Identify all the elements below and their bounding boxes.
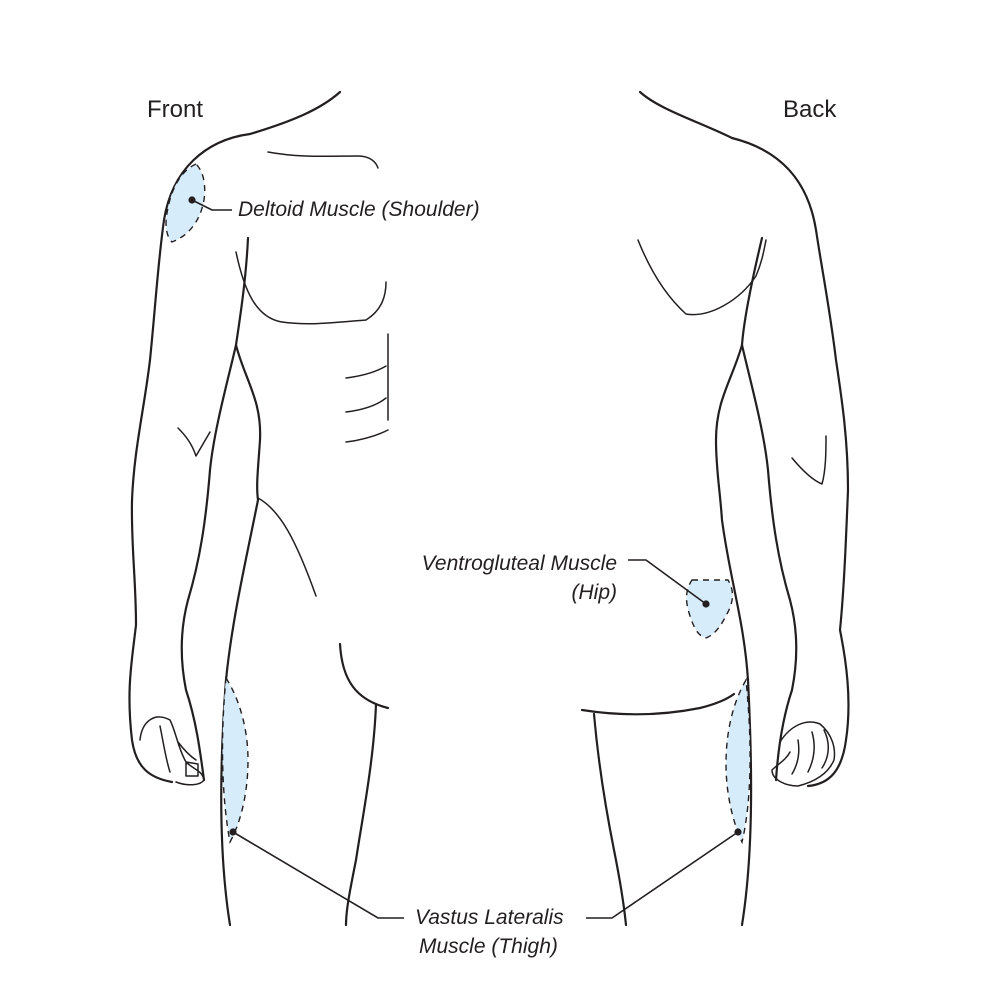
- vastus-front-dot: [229, 828, 237, 836]
- front-elbow-crease: [177, 427, 211, 457]
- front-hand: [139, 716, 205, 786]
- ventrogluteal-label-line2: (Hip): [571, 581, 618, 604]
- back-shoulder-blade: [637, 239, 767, 316]
- front-view-label: Front: [147, 96, 204, 123]
- ventrogluteal-zone: [685, 579, 734, 639]
- back-hand: [771, 721, 836, 787]
- front-collarbone: [267, 151, 379, 169]
- back-neck-line: [638, 90, 734, 140]
- front-pectoral: [235, 251, 387, 325]
- back-torso-side: [714, 236, 764, 927]
- front-groin-line: [257, 497, 317, 597]
- front-arm-inner: [180, 343, 238, 782]
- back-buttock-line: [580, 692, 736, 716]
- deltoid-dot: [188, 196, 196, 204]
- deltoid-zone: [165, 163, 206, 243]
- deltoid-leader: [191, 199, 232, 211]
- vastus-back-leader: [586, 831, 739, 919]
- back-inner-leg: [592, 712, 628, 927]
- front-neck-line: [248, 90, 342, 136]
- back-elbow: [791, 435, 827, 485]
- vastus-front-zone: [221, 675, 249, 845]
- vastus-back-dot: [734, 828, 742, 836]
- back-arm-inner: [740, 343, 798, 782]
- back-view-label: Back: [783, 96, 837, 123]
- vastus-label-line1: Vastus Lateralis: [415, 906, 564, 929]
- back-arm-outer: [730, 136, 850, 788]
- ventrogluteal-label-line1: Ventrogluteal Muscle: [421, 552, 617, 575]
- front-inner-leg: [344, 702, 378, 927]
- front-crotch: [338, 642, 390, 710]
- back-figure: [580, 90, 850, 927]
- vastus-front-leader: [232, 831, 404, 919]
- front-torso-side: [220, 236, 262, 927]
- front-figure: [128, 90, 390, 927]
- front-arm-outer: [128, 132, 252, 784]
- vastus-back-zone: [725, 677, 751, 845]
- deltoid-label: Deltoid Muscle (Shoulder): [238, 198, 480, 221]
- ventrogluteal-dot: [702, 600, 710, 608]
- vastus-label-line2: Muscle (Thigh): [419, 935, 558, 958]
- front-abs: [345, 333, 389, 443]
- ventrogluteal-leader: [628, 559, 707, 605]
